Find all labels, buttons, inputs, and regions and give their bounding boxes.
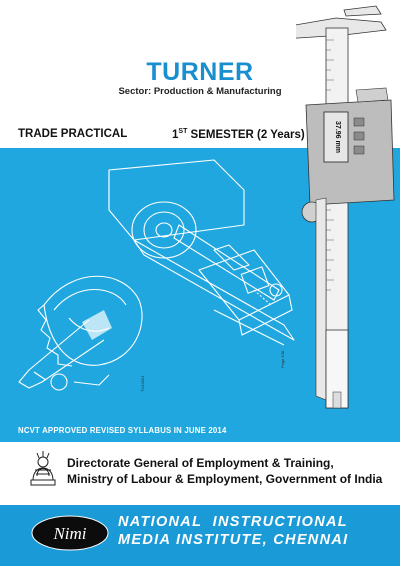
directorate-line-1: Directorate General of Employment & Trai… xyxy=(67,456,334,470)
nimi-logo: Nimi xyxy=(31,515,109,551)
directorate-line-2: Ministry of Labour & Employment, Governm… xyxy=(67,472,383,486)
syllabus-note: NCVT APPROVED REVISED SYLLABUS IN JUNE 2… xyxy=(18,426,227,435)
nimi-logo-text: Nimi xyxy=(52,524,86,543)
page-reference: Page 108 xyxy=(280,350,285,368)
semester-label: 1ST SEMESTER (2 Years) xyxy=(172,128,305,141)
caliper-reading: 37.96 mm xyxy=(334,121,341,153)
semester-number: 1 xyxy=(172,128,179,141)
sector-subtitle: Sector: Production & Manufacturing xyxy=(118,86,282,97)
cover-title: TURNER xyxy=(146,58,254,86)
vernier-caliper-illustration: 37.96 mm xyxy=(296,5,395,409)
institute-line-2: MEDIA INSTITUTE, CHENNAI xyxy=(118,532,349,548)
lathe-illustration xyxy=(18,159,295,391)
trade-practical-label: TRADE PRACTICAL xyxy=(18,128,128,140)
institute-line-1: NATIONAL INSTRUCTIONAL xyxy=(118,514,348,530)
semester-superscript: ST xyxy=(178,128,188,135)
figure-code: TU13001 xyxy=(140,375,145,392)
semester-text: SEMESTER (2 Years) xyxy=(187,128,305,141)
government-emblem-icon xyxy=(30,451,56,486)
